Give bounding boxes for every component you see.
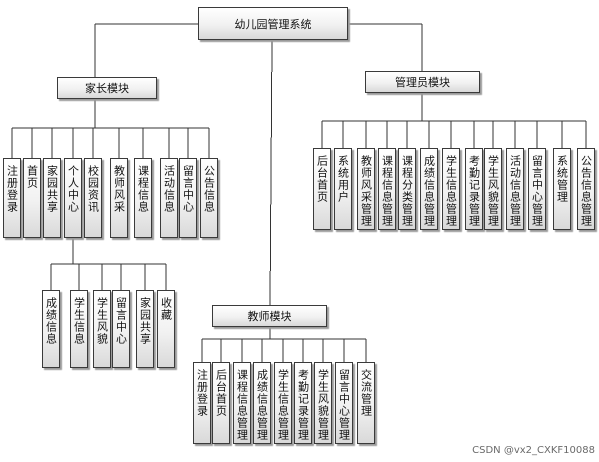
parent-item-7: 活动信息 (160, 158, 178, 238)
parent-item-3: 个人中心 (64, 158, 82, 238)
teacher-item-label: 成绩信息管理 (255, 369, 269, 441)
admin-item-5: 成绩信息管理 (420, 148, 438, 230)
personal-center-item-0: 成绩信息 (42, 290, 60, 368)
teacher-item-label: 注册登录 (195, 369, 209, 417)
parent-item-label: 首页 (25, 165, 39, 189)
admin-item-7: 考勤记录管理 (465, 148, 483, 230)
admin-item-label: 学生风貌管理 (486, 155, 500, 227)
teacher-item-8: 交流管理 (357, 362, 375, 444)
admin-item-10: 留言中心管理 (528, 148, 546, 230)
parent-item-label: 个人中心 (66, 165, 80, 213)
admin-item-label: 教师风采管理 (359, 155, 373, 227)
teacher-item-6: 学生风貌管理 (314, 362, 332, 444)
teacher-module-node: 教师模块 (212, 305, 327, 327)
admin-item-label: 活动信息管理 (508, 155, 522, 227)
parent-item-label: 家园共享 (45, 165, 59, 213)
teacher-item-5: 考勤记录管理 (294, 362, 312, 444)
parent-item-1: 首页 (23, 158, 41, 238)
personal-center-item-label: 学生风貌 (95, 297, 109, 345)
admin-item-label: 系统用户 (336, 155, 350, 203)
admin-item-2: 教师风采管理 (357, 148, 375, 230)
parent-item-label: 课程信息 (136, 165, 150, 213)
teacher-item-label: 学生风貌管理 (316, 369, 330, 441)
personal-center-item-5: 收藏 (157, 290, 175, 368)
admin-item-9: 活动信息管理 (506, 148, 524, 230)
admin-item-label: 课程信息管理 (380, 155, 394, 227)
teacher-item-label: 学生信息管理 (276, 369, 290, 441)
parent-item-label: 注册登录 (5, 165, 19, 213)
admin-item-label: 留言中心管理 (530, 155, 544, 227)
parent-item-8: 留言中心 (179, 158, 197, 238)
admin-item-label: 成绩信息管理 (422, 155, 436, 227)
parent-item-4: 校园资讯 (84, 158, 102, 238)
parent-item-9: 公告信息 (200, 158, 218, 238)
admin-item-3: 课程信息管理 (378, 148, 396, 230)
teacher-item-7: 留言中心管理 (335, 362, 353, 444)
admin-item-label: 考勤记录管理 (467, 155, 481, 227)
parent-item-label: 留言中心 (181, 165, 195, 213)
teacher-item-2: 课程信息管理 (233, 362, 251, 444)
parent-item-label: 活动信息 (162, 165, 176, 213)
personal-center-item-4: 家园共享 (136, 290, 154, 368)
admin-item-label: 公告信息管理 (579, 155, 593, 227)
personal-center-item-label: 留言中心 (114, 297, 128, 345)
parent-item-label: 校园资讯 (86, 165, 100, 213)
teacher-module-label: 教师模块 (247, 310, 292, 323)
personal-center-item-label: 学生信息 (72, 297, 86, 345)
personal-center-item-1: 学生信息 (70, 290, 88, 368)
admin-module-node: 管理员模块 (365, 71, 480, 93)
teacher-item-label: 课程信息管理 (235, 369, 249, 441)
personal-center-item-label: 家园共享 (138, 297, 152, 345)
teacher-item-1: 后台首页 (212, 362, 230, 444)
teacher-item-0: 注册登录 (193, 362, 211, 444)
admin-item-1: 系统用户 (334, 148, 352, 230)
admin-item-label: 学生信息管理 (444, 155, 458, 227)
admin-item-8: 学生风貌管理 (484, 148, 502, 230)
teacher-item-label: 考勤记录管理 (296, 369, 310, 441)
admin-item-11: 系统管理 (553, 148, 571, 230)
admin-item-label: 后台首页 (315, 155, 329, 203)
watermark: CSDN @vx2_CXKF10088 (472, 445, 595, 456)
admin-item-12: 公告信息管理 (577, 148, 595, 230)
teacher-item-label: 交流管理 (359, 369, 373, 417)
admin-item-label: 系统管理 (555, 155, 569, 203)
admin-module-label: 管理员模块 (395, 76, 450, 89)
parent-module-node: 家长模块 (57, 77, 157, 99)
personal-center-item-label: 成绩信息 (44, 297, 58, 345)
parent-item-6: 课程信息 (134, 158, 152, 238)
personal-center-item-label: 收藏 (159, 297, 173, 321)
teacher-item-label: 后台首页 (214, 369, 228, 417)
admin-item-label: 课程分类管理 (400, 155, 414, 227)
teacher-item-label: 留言中心管理 (337, 369, 351, 441)
parent-item-2: 家园共享 (43, 158, 61, 238)
teacher-item-4: 学生信息管理 (274, 362, 292, 444)
admin-item-6: 学生信息管理 (442, 148, 460, 230)
admin-item-4: 课程分类管理 (398, 148, 416, 230)
parent-item-5: 教师风采 (110, 158, 128, 238)
parent-item-label: 公告信息 (202, 165, 216, 213)
parent-item-label: 教师风采 (112, 165, 126, 213)
parent-item-0: 注册登录 (3, 158, 21, 238)
personal-center-item-2: 学生风貌 (93, 290, 111, 368)
root-node: 幼儿园管理系统 (198, 7, 348, 40)
personal-center-item-3: 留言中心 (112, 290, 130, 368)
teacher-item-3: 成绩信息管理 (253, 362, 271, 444)
parent-module-label: 家长模块 (85, 82, 129, 95)
root-label: 幼儿园管理系统 (234, 17, 312, 31)
admin-item-0: 后台首页 (313, 148, 331, 230)
